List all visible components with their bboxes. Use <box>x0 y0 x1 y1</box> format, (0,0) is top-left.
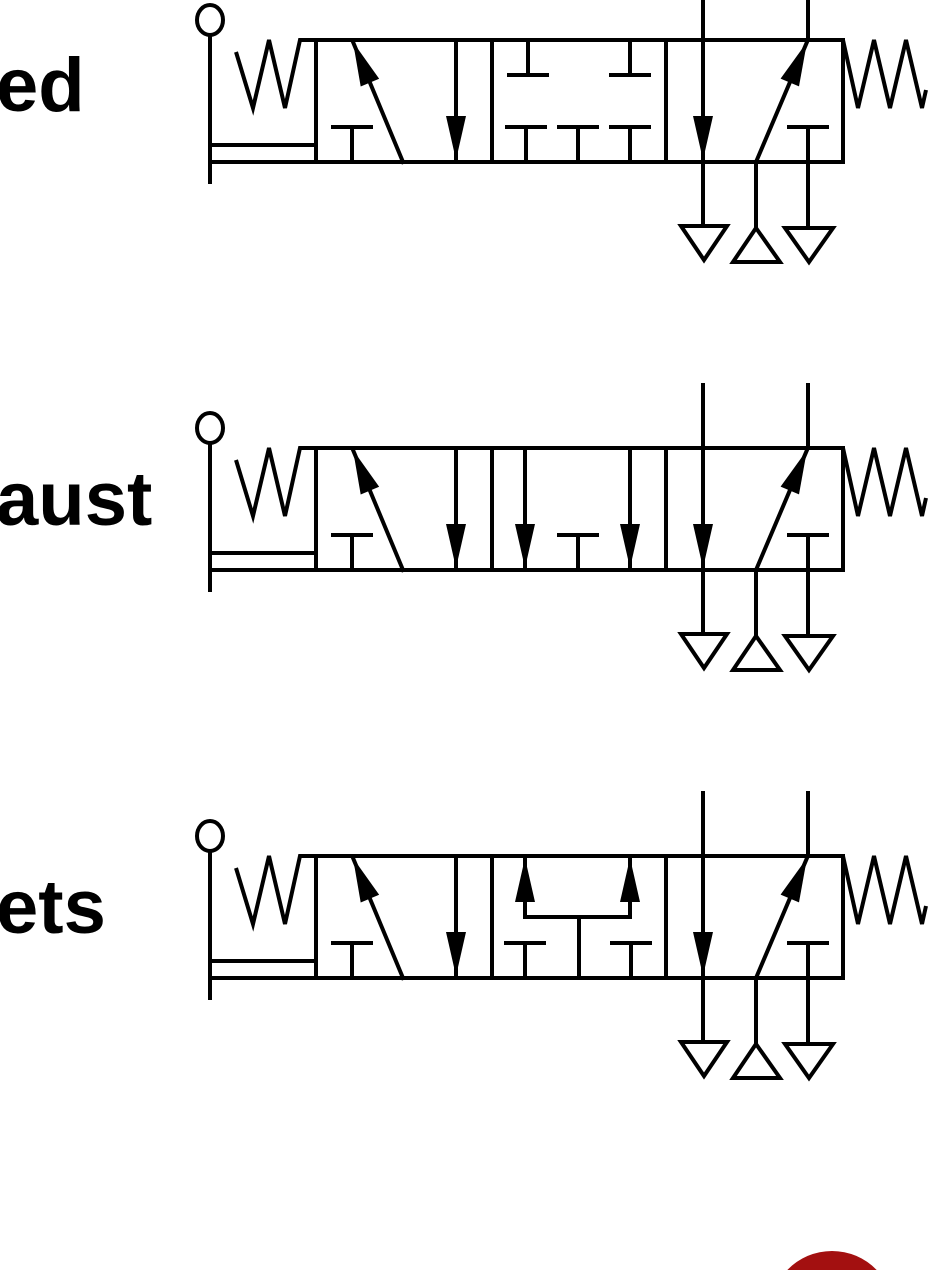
exhaust-triangle-icon <box>677 224 731 264</box>
supply-triangle-icon <box>729 1040 784 1080</box>
red-circle-logo-icon <box>787 1250 877 1270</box>
exhaust-triangle-icon <box>781 226 837 266</box>
arrow-head <box>446 116 466 160</box>
valve-label-pressure: ets <box>0 865 106 950</box>
left-spring-icon <box>234 854 316 932</box>
right-spring-icon <box>841 447 928 517</box>
arrow-head <box>446 932 466 976</box>
lever-knob-icon <box>195 819 225 853</box>
exhaust-triangle-icon <box>781 634 837 674</box>
arrow-head <box>693 116 713 160</box>
arrow-head <box>620 524 640 568</box>
exhaust-triangle-icon <box>781 1042 837 1082</box>
left-spring-icon <box>234 38 316 116</box>
right-spring-icon <box>841 39 928 109</box>
arrow-head <box>620 858 640 902</box>
arrow-head <box>693 932 713 976</box>
right-spring-icon <box>841 855 928 925</box>
arrow-head <box>353 450 380 495</box>
arrow-head <box>693 524 713 568</box>
arrow-head <box>353 858 380 903</box>
arrow-head <box>353 42 380 87</box>
valve-symbol-closed <box>195 0 928 266</box>
arrow-head <box>515 858 535 902</box>
supply-triangle-icon <box>729 224 784 264</box>
exhaust-triangle-icon <box>677 1040 731 1080</box>
valve-symbol-pressure <box>195 791 928 1082</box>
exhaust-triangle-icon <box>677 632 731 672</box>
valve-label-closed: ed <box>0 43 85 128</box>
arrow-head <box>780 450 807 495</box>
supply-triangle-icon <box>729 632 784 672</box>
left-spring-icon <box>234 446 316 524</box>
arrow-head <box>446 524 466 568</box>
valve-symbol-exhaust <box>195 383 928 674</box>
lever-knob-icon <box>195 3 225 37</box>
arrow-head <box>780 42 807 87</box>
valve-label-exhaust: aust <box>0 457 153 542</box>
arrow-head <box>515 524 535 568</box>
lever-knob-icon <box>195 411 225 445</box>
arrow-head <box>780 858 807 903</box>
